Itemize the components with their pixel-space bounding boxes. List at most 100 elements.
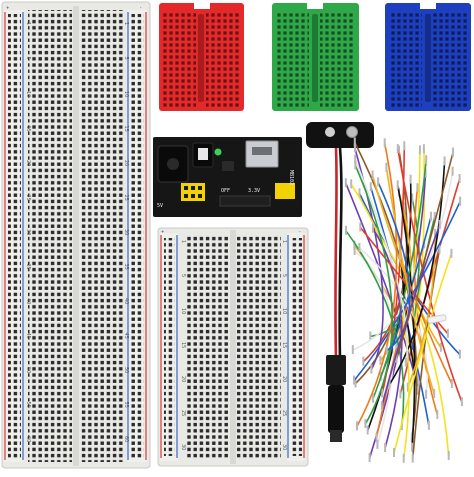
jumper-pin — [422, 144, 425, 154]
jumper-pin — [406, 382, 409, 392]
mini-red-holes-left — [163, 11, 196, 107]
jumper-pin — [406, 355, 409, 365]
jumper-pin — [425, 389, 428, 399]
jumper-wire — [354, 159, 409, 363]
row-number: 35 — [25, 264, 31, 270]
jumper-pin — [433, 211, 436, 221]
jumper-pin — [385, 345, 388, 355]
jumper-header-right — [275, 183, 295, 199]
jumper-pin — [425, 155, 428, 165]
pin-label-off: OFF — [221, 188, 230, 194]
row-number: 15 — [123, 126, 129, 132]
jumper-pin — [409, 174, 412, 184]
barrel-jack-hole — [167, 158, 179, 170]
jumper-pin — [376, 439, 379, 449]
large-plus-symbol: + — [6, 5, 9, 10]
jumper-wire — [354, 150, 408, 385]
mini-blue-holes-left — [389, 11, 422, 107]
jumper-pin — [458, 174, 461, 183]
row-number: 55 — [123, 402, 129, 408]
row-number: 60 — [25, 436, 31, 442]
battery-clip-snap-right — [346, 126, 358, 138]
jumper-wire — [356, 143, 398, 427]
jumper-pin — [458, 349, 461, 359]
header-pin — [191, 194, 195, 198]
jumper-pin — [354, 378, 357, 388]
row-number: 30 — [123, 229, 129, 235]
battery-clip — [306, 122, 374, 442]
jumper-pin — [380, 401, 383, 411]
jumper-pin — [372, 393, 374, 403]
mini-blue-notch-top — [420, 3, 436, 9]
row-number: 25 — [180, 410, 186, 416]
row-number: 15 — [180, 342, 186, 348]
mini-red-holes-right — [206, 11, 240, 107]
jumper-pin — [388, 379, 391, 389]
row-number: 5 — [123, 57, 129, 60]
row-number: 60 — [123, 436, 129, 442]
jumper-pin — [344, 178, 347, 188]
jumper-pin — [353, 375, 355, 385]
half-right-rail-holes — [291, 238, 302, 456]
row-number: 45 — [123, 333, 129, 339]
power-led-icon — [214, 148, 222, 156]
jumper-pin — [371, 170, 374, 180]
row-number: 15 — [281, 342, 287, 348]
pin-label-3v3: 3.3V — [248, 188, 260, 194]
row-number: 30 — [281, 444, 287, 450]
half-minus-symbol: - — [299, 229, 301, 234]
half-center-channel — [230, 230, 236, 464]
jumper-pin — [416, 386, 419, 395]
row-number: 1 — [25, 22, 31, 25]
jumper-pin — [450, 379, 453, 388]
row-number: 15 — [25, 126, 31, 132]
header-pin — [198, 186, 202, 190]
pcb-model-text: MB102 — [288, 170, 294, 185]
row-number: 10 — [123, 91, 129, 97]
row-number: 10 — [180, 308, 186, 314]
row-number: 20 — [123, 160, 129, 166]
battery-clip-snap-left — [325, 127, 335, 137]
jumper-pin — [411, 453, 414, 463]
jumper-wire — [395, 152, 454, 360]
jumper-pin — [396, 144, 399, 154]
mini-green-holes-left — [276, 11, 309, 107]
jumper-pin — [356, 421, 358, 431]
jumper-pin — [385, 162, 388, 172]
row-number: 35 — [123, 264, 129, 270]
mini-red-notch-top — [194, 3, 210, 9]
jumper-pin — [359, 222, 362, 232]
usb-port-slot — [252, 147, 272, 155]
jumper-pin — [368, 453, 371, 463]
battery-black-wire — [338, 147, 343, 361]
row-number: 5 — [180, 274, 186, 277]
jumper-wire — [354, 147, 384, 370]
jumper-wire — [371, 175, 442, 349]
jumper-pin — [433, 389, 436, 398]
jumper-pin — [370, 364, 373, 374]
jumper-pin — [403, 141, 406, 151]
mini-blue-holes-right — [433, 11, 467, 107]
jumper-wire — [397, 148, 463, 403]
large-center-channel — [73, 6, 79, 466]
row-number: 1 — [180, 240, 186, 243]
jumper-pin — [369, 331, 372, 341]
jumper-pin — [364, 419, 367, 429]
row-number: 30 — [25, 229, 31, 235]
row-number: 30 — [180, 444, 186, 450]
jumper-wire — [372, 160, 427, 399]
row-number: 55 — [25, 402, 31, 408]
half-left-rail-holes — [164, 238, 175, 456]
large-terminal-holes-left — [28, 10, 72, 462]
jumper-pin — [345, 225, 347, 235]
jumper-pin — [396, 180, 399, 190]
row-number: 50 — [123, 367, 129, 373]
row-number: 5 — [281, 274, 287, 277]
jumper-pin — [350, 179, 353, 189]
jumper-wire-bundle — [344, 137, 463, 463]
jumper-header-left — [181, 183, 205, 201]
